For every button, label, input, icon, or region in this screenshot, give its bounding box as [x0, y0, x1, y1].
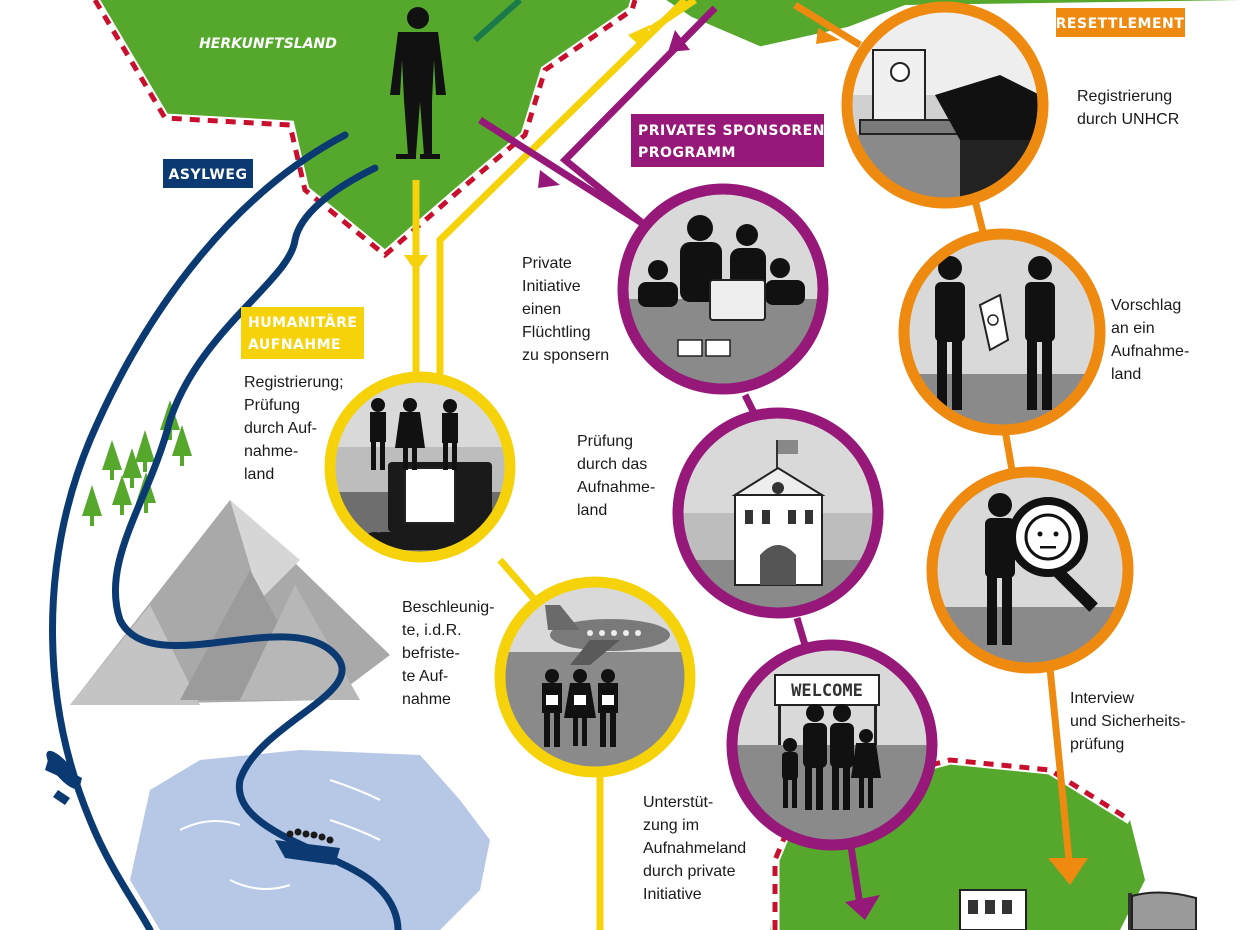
building-icon	[959, 889, 1027, 930]
svg-text:HERKUNFTSLAND: HERKUNFTSLAND	[199, 36, 337, 52]
svg-text:nahme-: nahme-	[244, 443, 298, 460]
svg-text:zung im: zung im	[643, 817, 699, 834]
svg-text:und Sicherheits-: und Sicherheits-	[1070, 713, 1186, 730]
svg-text:land: land	[244, 466, 274, 483]
asyl-route-line	[49, 131, 402, 930]
origin-country-label: HERKUNFTSLAND	[199, 36, 337, 52]
humanitaer-arrowheads	[404, 25, 650, 272]
svg-text:Aufnahme-: Aufnahme-	[577, 479, 655, 496]
svg-text:befriste-: befriste-	[402, 645, 460, 662]
svg-text:PROGRAMM: PROGRAMM	[638, 145, 736, 161]
privat-step1-label: Private Initiative einen Flüchtling zu s…	[522, 255, 609, 364]
resettlement-step1-label: Registrierung durch UNHCR	[1077, 88, 1179, 128]
flag-icon	[1128, 891, 1197, 930]
svg-text:nahme: nahme	[402, 691, 451, 708]
origin-country-landmass	[91, 0, 640, 261]
resettlement-step2-label: Vorschlag an ein Aufnahme- land	[1111, 297, 1189, 383]
svg-text:durch private: durch private	[643, 863, 736, 880]
mountain-icon	[70, 500, 390, 705]
plane-icon	[45, 750, 82, 805]
svg-text:te, i.d.R.: te, i.d.R.	[402, 622, 462, 639]
humanitaer-tag: HUMANITÄRE AUFNAHME	[241, 307, 364, 359]
svg-text:Prüfung: Prüfung	[244, 397, 300, 414]
resettlement-step3-label: Interview und Sicherheits- prüfung	[1070, 690, 1186, 753]
green-route-line	[473, 0, 522, 43]
svg-text:PRIVATES SPONSOREN-: PRIVATES SPONSOREN-	[638, 123, 831, 139]
svg-text:Unterstüt-: Unterstüt-	[643, 794, 713, 811]
circle-humanitaer-registration	[324, 371, 516, 563]
svg-text:Aufnahmeland: Aufnahmeland	[643, 840, 746, 857]
svg-text:ASYLWEG: ASYLWEG	[169, 167, 248, 183]
privat-tag: PRIVATES SPONSOREN- PROGRAMM	[631, 114, 831, 167]
svg-text:Prüfung: Prüfung	[577, 433, 633, 450]
circle-privat-review	[672, 407, 884, 619]
svg-text:prüfung: prüfung	[1070, 736, 1124, 753]
svg-text:Aufnahme-: Aufnahme-	[1111, 343, 1189, 360]
svg-text:an ein: an ein	[1111, 320, 1155, 337]
svg-text:Private: Private	[522, 255, 572, 272]
resettlement-arrowheads	[816, 28, 1088, 885]
circle-humanitaer-admission	[494, 576, 696, 778]
svg-text:RESETTLEMENT: RESETTLEMENT	[1056, 16, 1185, 32]
svg-text:durch das: durch das	[577, 456, 647, 473]
person-icon	[390, 7, 446, 159]
privat-step2-label: Prüfung durch das Aufnahme- land	[577, 433, 655, 519]
privat-arrowheads	[538, 30, 880, 920]
circle-resettlement-registration	[841, 1, 1049, 209]
privat-route-line	[478, 5, 864, 906]
svg-text:land: land	[577, 502, 607, 519]
svg-text:Vorschlag: Vorschlag	[1111, 297, 1181, 314]
humanitaer-step2-label: Beschleunig- te, i.d.R. befriste- te Auf…	[402, 599, 495, 708]
svg-text:Initiative: Initiative	[522, 278, 581, 295]
resettlement-tag: RESETTLEMENT	[1056, 8, 1185, 37]
privat-step3-label: Unterstüt- zung im Aufnahmeland durch pr…	[643, 794, 746, 903]
svg-text:Interview: Interview	[1070, 690, 1134, 707]
svg-text:HUMANITÄRE: HUMANITÄRE	[248, 314, 357, 331]
lake-icon	[130, 750, 490, 930]
svg-text:durch Auf-: durch Auf-	[244, 420, 317, 437]
svg-text:zu sponsern: zu sponsern	[522, 347, 609, 364]
svg-text:durch UNHCR: durch UNHCR	[1077, 111, 1179, 128]
svg-text:Beschleunig-: Beschleunig-	[402, 599, 495, 616]
svg-text:Initiative: Initiative	[643, 886, 702, 903]
svg-text:Registrierung: Registrierung	[1077, 88, 1172, 105]
svg-text:te Auf-: te Auf-	[402, 668, 448, 685]
humanitaer-step1-label: Registrierung; Prüfung durch Auf- nahme-…	[244, 374, 344, 483]
circle-resettlement-interview	[926, 466, 1134, 674]
svg-text:AUFNAHME: AUFNAHME	[248, 337, 341, 353]
svg-text:land: land	[1111, 366, 1141, 383]
svg-text:einen: einen	[522, 301, 561, 318]
circle-resettlement-proposal	[898, 228, 1106, 436]
svg-text:Registrierung;: Registrierung;	[244, 374, 344, 391]
svg-text:Flüchtling: Flüchtling	[522, 324, 590, 341]
boat-icon	[275, 828, 340, 865]
humanitaer-route-line	[412, 0, 697, 930]
circle-privat-initiative	[617, 183, 829, 395]
welcome-sign-text: WELCOME	[791, 681, 863, 701]
asylweg-tag: ASYLWEG	[163, 159, 253, 188]
